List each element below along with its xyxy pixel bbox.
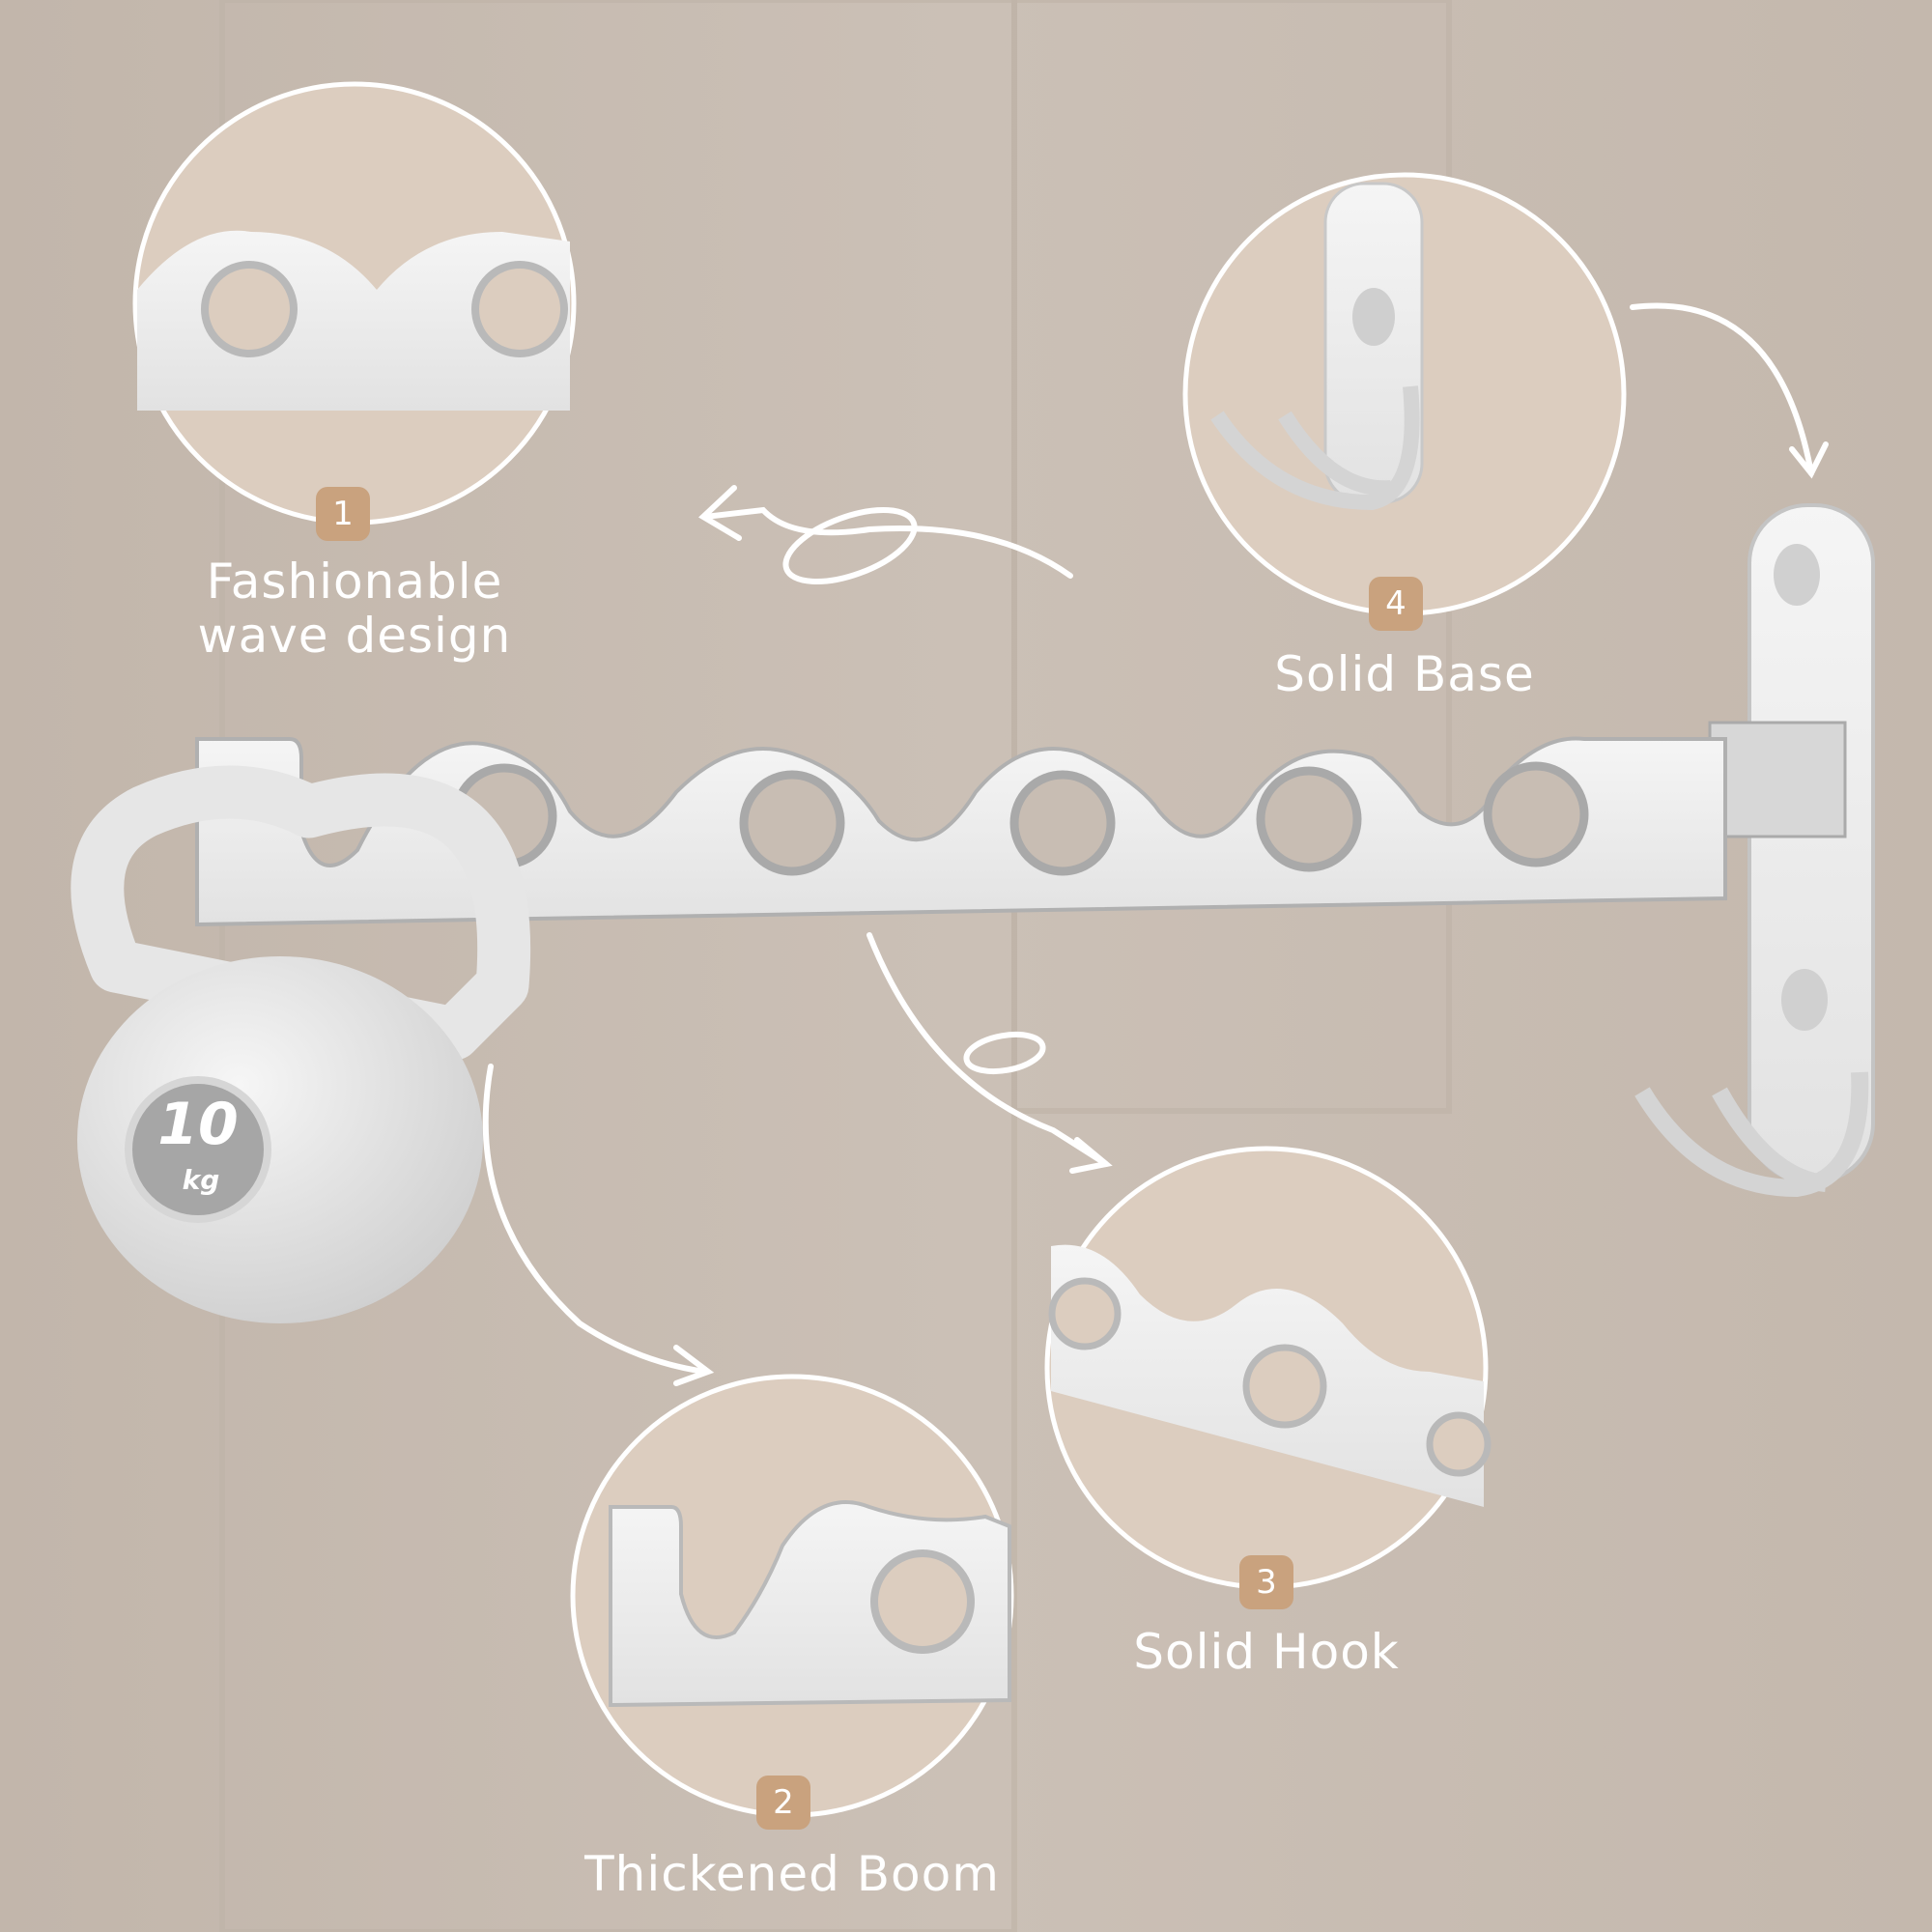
kettlebell-weight: 10 <box>157 1091 239 1158</box>
feature-title-line1: Fashionable <box>206 554 503 610</box>
kettlebell-unit: kg <box>182 1164 220 1196</box>
arrows <box>482 302 1829 1386</box>
detail-circle-base <box>1182 172 1627 616</box>
feature-title-line2: wave design <box>197 608 512 664</box>
feature-label-4: Solid Base <box>1274 646 1535 702</box>
feature-badge-3: 3 <box>1239 1555 1293 1609</box>
detail-circle-hook <box>1044 1146 1492 1590</box>
feature-badge-4: 4 <box>1369 577 1423 631</box>
feature-label-3: Solid Hook <box>1133 1624 1400 1680</box>
wall-bracket <box>1634 503 1875 1198</box>
hanger-boom <box>195 736 1727 927</box>
kettlebell <box>71 765 531 1323</box>
detail-circle-boom <box>570 1374 1014 1818</box>
feature-label-2: Thickened Boom <box>584 1846 1000 1902</box>
detail-circle-wave <box>132 81 577 526</box>
feature-badge-2: 2 <box>756 1776 810 1830</box>
feature-badge-1: 1 <box>316 487 370 541</box>
